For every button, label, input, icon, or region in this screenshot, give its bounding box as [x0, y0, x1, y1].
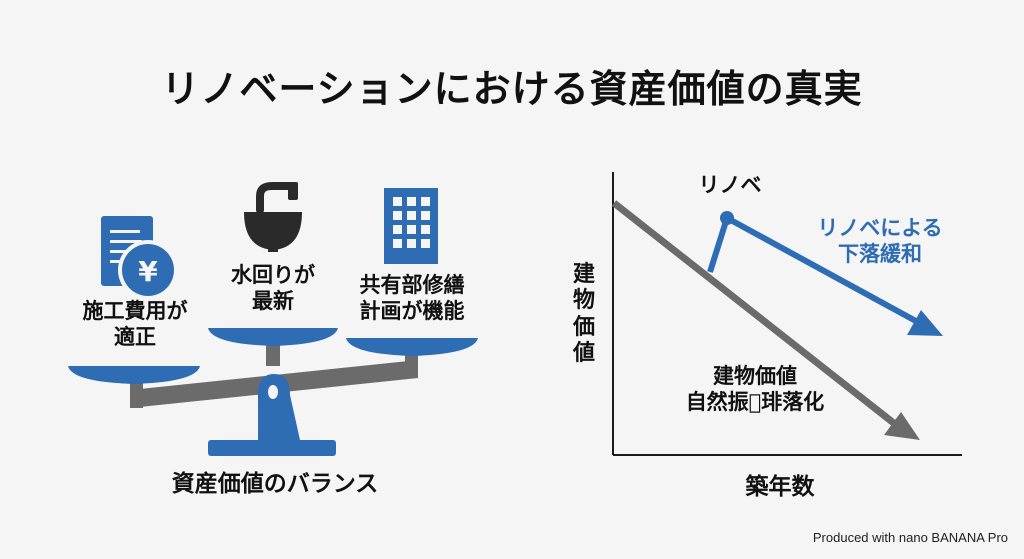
scale-base	[208, 440, 336, 456]
middle-pan	[208, 328, 338, 346]
building-icon	[384, 188, 438, 264]
fulcrum-pivot	[268, 385, 278, 399]
x-axis-label: 築年数	[745, 474, 815, 500]
left-pan-hanger	[130, 382, 143, 408]
natural-decline-arrowhead	[884, 412, 920, 440]
page-title: リノベーションにおける資産価値の真実	[161, 67, 863, 111]
yen-coin-icon: ¥	[118, 240, 178, 300]
label-common-area-repair: 共有部修繕 計画が機能	[359, 273, 465, 324]
natural-decline-label: 建物価値 自然振𭮅琲落化	[685, 364, 825, 415]
renovation-point-label: リノベ	[698, 173, 762, 197]
natural-decline-line	[611, 200, 903, 431]
label-water-facilities: 水回りが 最新	[231, 263, 315, 314]
credit-text: Produced with nano BANANA Pro	[812, 530, 1008, 545]
renovation-arrowhead	[907, 310, 943, 336]
renovation-point	[720, 211, 734, 225]
right-pan-hanger	[405, 352, 418, 378]
left-pan	[68, 366, 200, 384]
scale-caption: 資産価値のバランス	[171, 471, 379, 497]
label-construction-cost: 施工費用が 適正	[82, 299, 188, 350]
middle-pan-stem	[266, 344, 280, 366]
yen-symbol: ¥	[138, 255, 158, 288]
right-pan	[346, 338, 478, 356]
renovation-line-label: リノベによる 下落緩和	[817, 216, 943, 267]
sink-faucet-icon	[244, 182, 302, 252]
y-axis-label: 建物価値	[572, 262, 595, 367]
